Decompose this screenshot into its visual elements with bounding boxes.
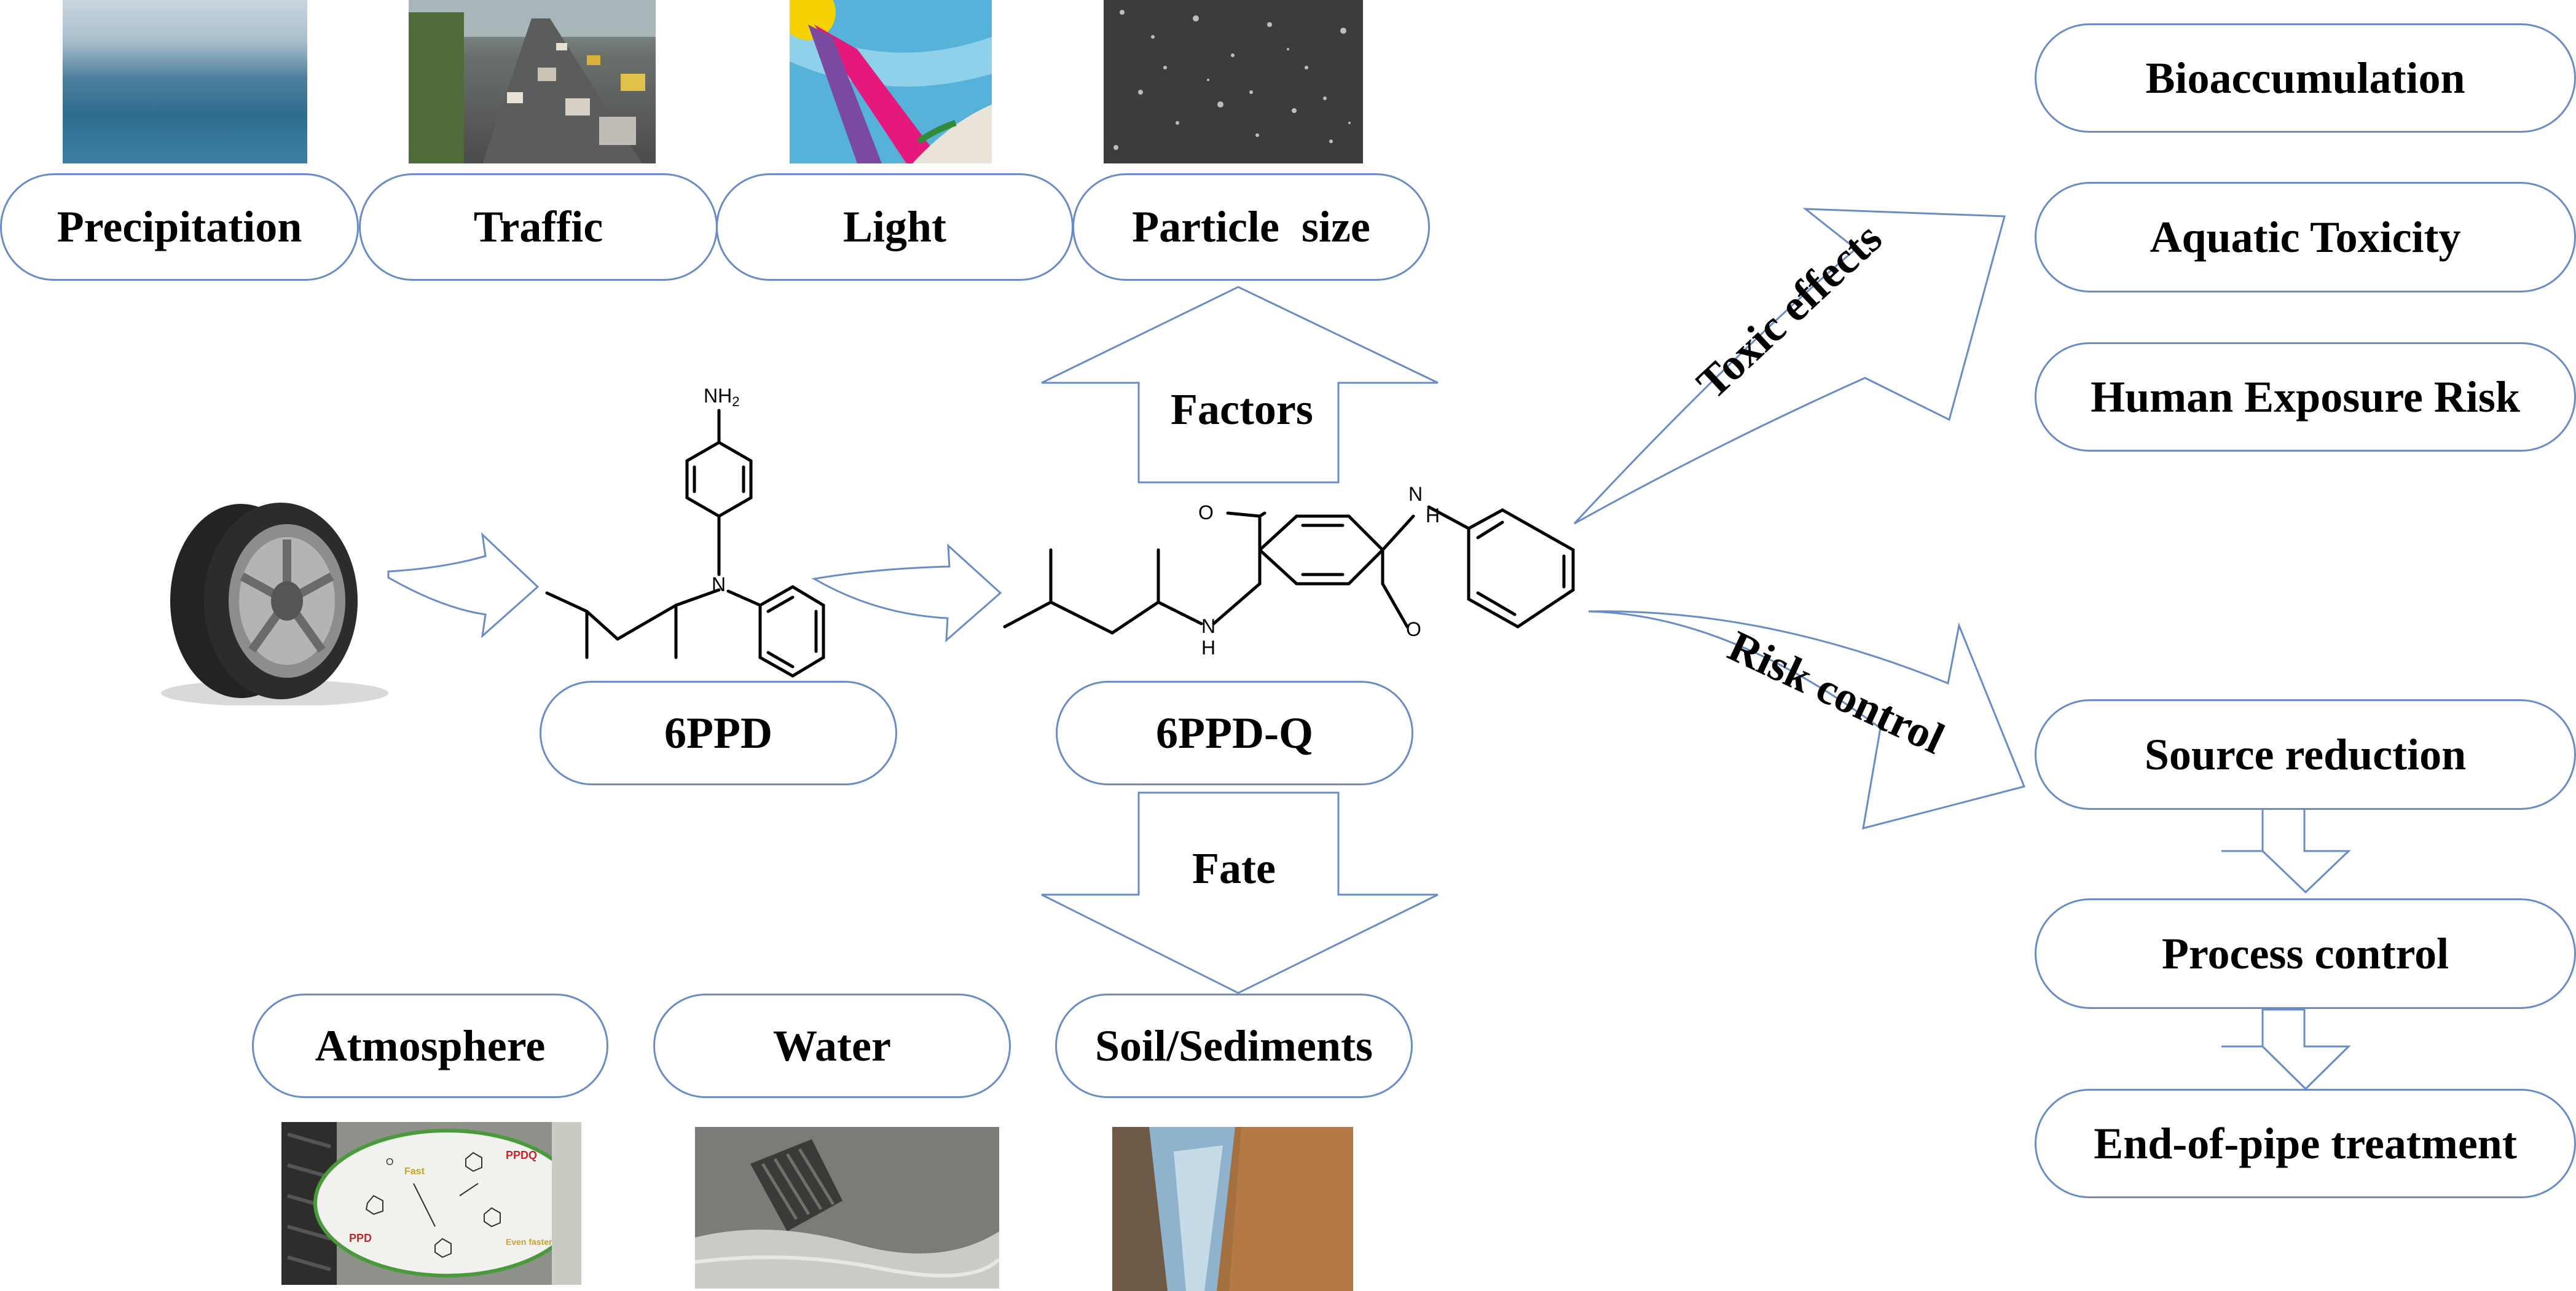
toxic-effects-arrow: [1573, 208, 2006, 525]
bioaccumulation-pill: Bioaccumulation: [2035, 23, 2576, 133]
atmosphere-photo: PPD PPDQ Fast O Even faster!: [281, 1122, 581, 1285]
inset-ppdq-label: PPDQ: [506, 1149, 537, 1161]
risk-control-arrow: [1588, 610, 2026, 830]
human-exposure-risk-pill: Human Exposure Risk: [2035, 342, 2576, 452]
water-photo: [695, 1127, 999, 1289]
inset-o3-label: O: [386, 1157, 393, 1167]
atmosphere-illustration: PPD PPDQ Fast O Even faster!: [281, 1122, 581, 1285]
end-of-pipe-treatment-pill: End-of-pipe treatment: [2035, 1089, 2576, 1198]
source-reduction-label: Source reduction: [2144, 729, 2467, 779]
light-illustration: [790, 0, 992, 163]
ppdq-o-top-label: O: [1198, 501, 1214, 524]
precipitation-photo: [63, 0, 307, 163]
light-label: Light: [842, 202, 947, 251]
atmosphere-pill: Atmosphere: [252, 994, 608, 1098]
aquatic-toxicity-label: Aquatic Toxicity: [2150, 212, 2461, 262]
6ppd-label: 6PPD: [664, 708, 772, 758]
precipitation-pill: Precipitation: [0, 173, 359, 281]
soil-photo: [1112, 1127, 1353, 1291]
soil-illustration: [1112, 1127, 1353, 1291]
particle-size-label: Particle size: [1132, 202, 1370, 251]
factors-arrow-label: Factors: [1171, 385, 1313, 434]
fate-arrow-label: Fate: [1192, 844, 1276, 893]
traffic-photo: [409, 0, 656, 163]
6ppd-pill: 6PPD: [540, 681, 897, 785]
light-pill: Light: [716, 173, 1074, 281]
traffic-label: Traffic: [473, 202, 603, 251]
chain-arrow-1: [2221, 807, 2351, 894]
water-illustration: [695, 1127, 999, 1289]
human-exposure-risk-label: Human Exposure Risk: [2091, 372, 2520, 422]
6ppd-to-6ppdq-arrow: [811, 543, 1002, 643]
process-control-label: Process control: [2161, 928, 2449, 978]
aquatic-toxicity-pill: Aquatic Toxicity: [2035, 182, 2576, 292]
nh2-label: NH2: [704, 385, 739, 409]
source-reduction-pill: Source reduction: [2035, 699, 2576, 810]
tire-to-6ppd-arrow: [387, 532, 540, 638]
water-label: Water: [773, 1021, 891, 1070]
bioaccumulation-label: Bioaccumulation: [2145, 53, 2465, 103]
6ppdq-label: 6PPD-Q: [1156, 708, 1313, 758]
factors-arrow: [1041, 286, 1439, 484]
ppdq-h-right-label: H: [1426, 504, 1440, 527]
process-control-pill: Process control: [2035, 898, 2576, 1009]
soil-sediments-label: Soil/Sediments: [1094, 1021, 1373, 1070]
atmosphere-label: Atmosphere: [315, 1021, 546, 1070]
light-photo: [790, 0, 992, 163]
water-pill: Water: [653, 994, 1011, 1098]
ppdq-nh-left-label: N: [1201, 615, 1215, 637]
traffic-illustration: [409, 0, 656, 163]
traffic-pill: Traffic: [359, 173, 718, 281]
fate-arrow: [1041, 791, 1439, 994]
6ppdq-pill: 6PPD-Q: [1056, 681, 1413, 785]
ppdq-nh-right-label: N: [1408, 483, 1423, 505]
precipitation-label: Precipitation: [57, 202, 302, 251]
inset-ppd-label: PPD: [349, 1232, 372, 1244]
end-of-pipe-treatment-label: End-of-pipe treatment: [2094, 1118, 2517, 1168]
ppdq-o-bottom-label: O: [1406, 618, 1421, 640]
particle-size-photo: [1104, 0, 1363, 163]
particle-size-pill: Particle size: [1072, 173, 1430, 281]
soil-sediments-pill: Soil/Sediments: [1055, 994, 1413, 1098]
ppdq-h-left-label: H: [1201, 637, 1215, 659]
tire-image: [161, 496, 388, 705]
particle-illustration: [1104, 0, 1363, 163]
inset-even-faster-label: Even faster!: [506, 1237, 555, 1247]
inset-fast-label: Fast: [404, 1166, 425, 1177]
6ppd-n-label: N: [712, 573, 726, 595]
